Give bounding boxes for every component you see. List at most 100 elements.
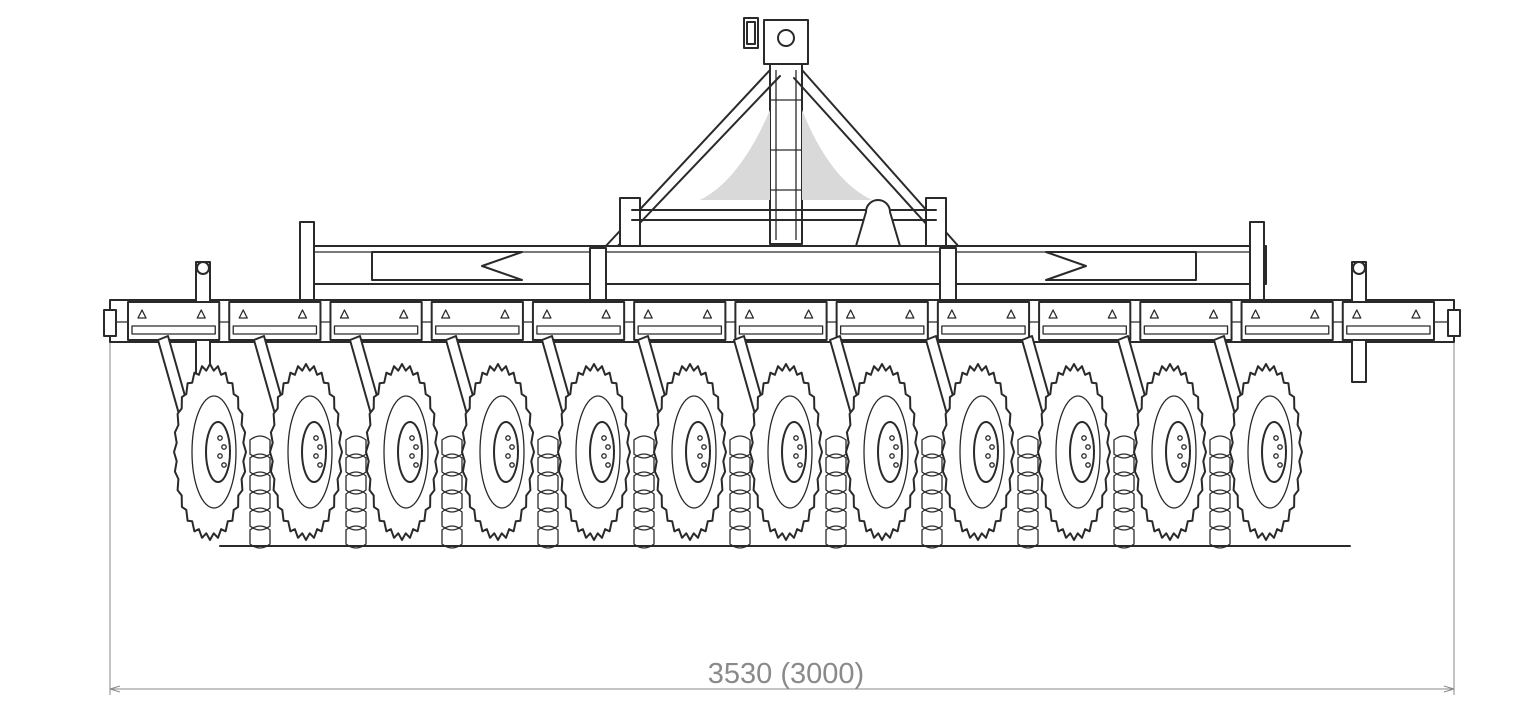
disc-assembly: [445, 335, 559, 549]
beam-bracket: [835, 301, 929, 341]
disc-hub: [1069, 421, 1095, 483]
hub-bolt: [1177, 435, 1183, 441]
hub-bolt: [793, 453, 799, 459]
hub-bolt: [893, 444, 899, 450]
hub-bolt: [601, 453, 607, 459]
right-arrow: [1443, 685, 1455, 693]
hub-bolt: [217, 453, 223, 459]
disc-hub: [589, 421, 615, 483]
hitch-tower-head: [763, 19, 809, 65]
hub-bolt: [601, 435, 607, 441]
spacer-spool: [441, 435, 463, 549]
disc-hub: [685, 421, 711, 483]
beam-bracket: [329, 301, 423, 341]
beam-taper-right: [1045, 251, 1197, 281]
mast-detail: [770, 70, 802, 240]
hub-bolt: [1177, 453, 1183, 459]
disc-hub: [397, 421, 423, 483]
hub-bolt: [889, 435, 895, 441]
beam-bracket: [430, 301, 524, 341]
spacer-spool: [729, 435, 751, 549]
end-stand-ring-right: [1352, 261, 1366, 275]
gang-beam-end-left: [103, 309, 117, 337]
hub-bolt: [313, 435, 319, 441]
hub-bolt: [985, 453, 991, 459]
hub-bolt: [505, 453, 511, 459]
hub-bolt: [317, 444, 323, 450]
hub-bolt: [409, 435, 415, 441]
hub-bolt: [221, 462, 227, 468]
disc-assembly: [637, 335, 751, 549]
beam-bracket: [127, 301, 221, 341]
spacer-spool: [921, 435, 943, 549]
hub-bolt: [893, 462, 899, 468]
hub-bolt: [793, 435, 799, 441]
lower-link-bracket-left: [619, 197, 641, 247]
beam-bracket: [531, 301, 626, 341]
disc-hub: [205, 421, 231, 483]
hub-bolt: [605, 462, 611, 468]
disc-rim: [1247, 395, 1293, 509]
hub-bolt: [413, 462, 419, 468]
hub-bolt: [509, 462, 515, 468]
hub-bolt: [889, 453, 895, 459]
hub-bolt: [1085, 462, 1091, 468]
beam-bracket: [1240, 301, 1334, 341]
hub-bolt: [313, 453, 319, 459]
beam-bracket: [1139, 301, 1233, 341]
end-stand-ring-left: [196, 261, 210, 275]
disc-rim: [863, 395, 909, 509]
hub-bolt: [413, 444, 419, 450]
hub-bolt: [797, 444, 803, 450]
spacer-spool: [633, 435, 655, 549]
disc-assembly: [253, 335, 367, 549]
hub-bolt: [1277, 444, 1283, 450]
disc-assembly: [733, 335, 847, 549]
frame-post-right: [1249, 221, 1265, 303]
hub-bolt: [605, 444, 611, 450]
spacer-spool: [1017, 435, 1039, 549]
hitch-web-right: [802, 110, 872, 200]
disc-assembly: [541, 335, 655, 549]
disc-assembly: [1117, 335, 1231, 549]
hub-bolt: [1085, 444, 1091, 450]
hub-bolt: [1277, 462, 1283, 468]
disc-hub: [781, 421, 807, 483]
beam-brackets: [127, 301, 1436, 341]
hub-bolt: [989, 462, 995, 468]
hub-bolt: [697, 453, 703, 459]
hub-bolt: [1081, 453, 1087, 459]
beam-bracket: [1038, 301, 1132, 341]
disc-rim: [767, 395, 813, 509]
spacer-spool: [1209, 435, 1231, 549]
disc-assembly: [829, 335, 943, 549]
disc-assembly: [1021, 335, 1135, 549]
left-arrow: [109, 685, 121, 693]
beam-bracket: [228, 301, 322, 341]
top-link-eye: [746, 21, 756, 45]
hitch-mast: [769, 63, 803, 245]
frame-post-left: [299, 221, 315, 303]
disc-rim: [479, 395, 525, 509]
spacer-spool: [1113, 435, 1135, 549]
disc-rim: [959, 395, 1005, 509]
spacer-spool: [537, 435, 559, 549]
hub-bolt: [797, 462, 803, 468]
spacer-spool: [249, 435, 271, 549]
disc-rim: [287, 395, 333, 509]
gang-beam-end-right: [1447, 309, 1461, 337]
beam-bracket: [633, 301, 727, 341]
hub-bolt: [409, 453, 415, 459]
hub-bolt: [1081, 435, 1087, 441]
disc-hub: [1165, 421, 1191, 483]
hitch-pin: [777, 29, 795, 47]
lower-link-bracket-right: [925, 197, 947, 247]
disc-assembly: [349, 335, 463, 549]
hub-bolt: [989, 444, 995, 450]
disc-rim: [1151, 395, 1197, 509]
disc-hub: [1261, 421, 1287, 483]
top-knob: [855, 199, 901, 247]
beam-bracket: [734, 301, 828, 341]
hub-bolt: [217, 435, 223, 441]
